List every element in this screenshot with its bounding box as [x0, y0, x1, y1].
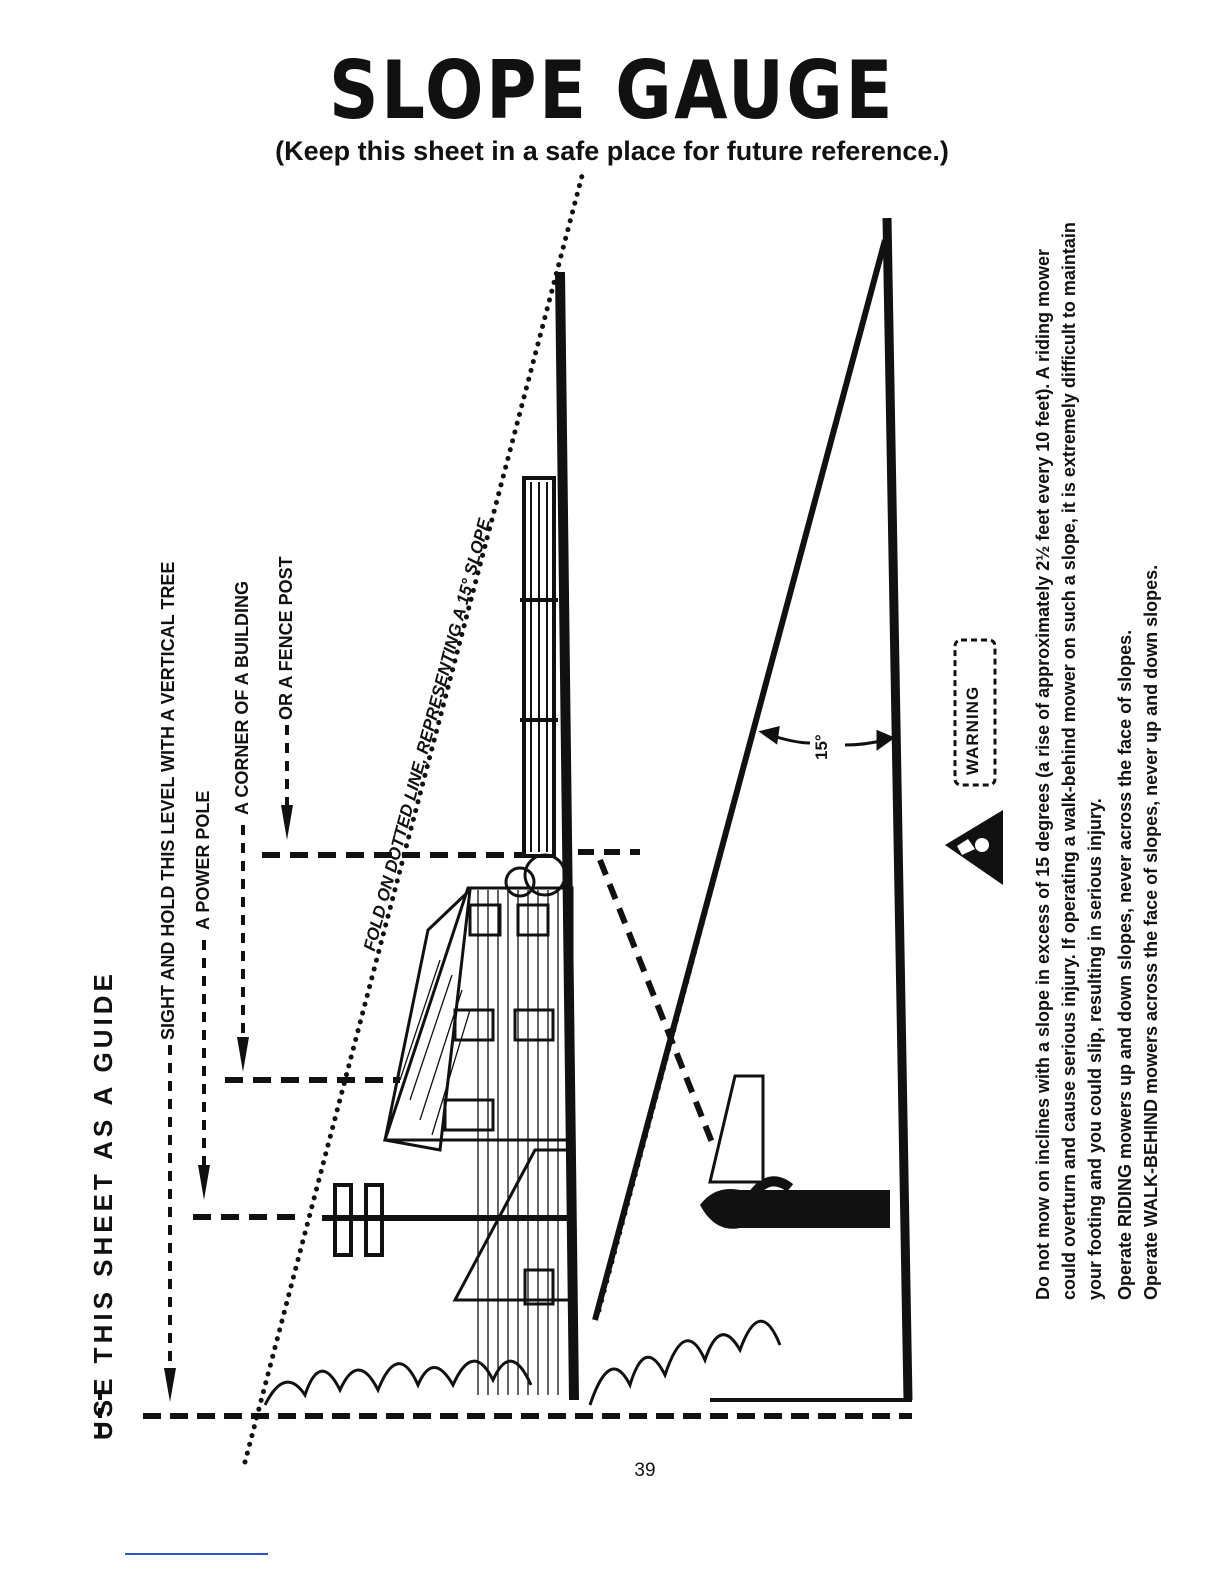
riding-mower-instruction: Operate RIDING mowers up and down slopes…: [1115, 629, 1135, 1300]
warning-badge: WARNING: [963, 685, 982, 775]
sight-line-diagonal: [597, 858, 718, 1152]
level-instruction: SIGHT AND HOLD THIS LEVEL WITH A VERTICA…: [158, 561, 178, 1040]
page-number: 39: [634, 1460, 656, 1481]
shrubs: [263, 1319, 782, 1406]
hill-triangle: [592, 217, 913, 1402]
building: [382, 853, 574, 1395]
walk-behind-instruction: Operate WALK-BEHIND mowers across the fa…: [1141, 564, 1161, 1300]
page-title: SLOPE GAUGE: [328, 44, 896, 137]
power-pole: [322, 1183, 572, 1257]
person-silhouette: [700, 1074, 890, 1229]
fold-dotted-line: [242, 169, 586, 1465]
warning-text-block: Do not mow on inclines with a slope in e…: [1030, 220, 1164, 1300]
gauge-arrows: [98, 725, 525, 1435]
fence-post-label: OR A FENCE POST: [276, 556, 296, 720]
angle-arc: [758, 726, 896, 751]
power-pole-label: A POWER POLE: [193, 790, 213, 930]
warning-paragraph: Do not mow on inclines with a slope in e…: [1033, 222, 1105, 1300]
page-subtitle: (Keep this sheet in a safe place for fut…: [275, 136, 949, 166]
building-label: A CORNER OF A BUILDING: [232, 581, 252, 815]
warning-badge-frame: [953, 638, 997, 787]
angle-label: 15°: [812, 734, 831, 760]
footer-rule: [125, 1553, 268, 1555]
fence-post: [520, 476, 558, 858]
warning-triangle-icon: [945, 810, 1003, 885]
cut-instruction: USE THIS SHEET AS A GUIDE: [88, 970, 118, 1440]
